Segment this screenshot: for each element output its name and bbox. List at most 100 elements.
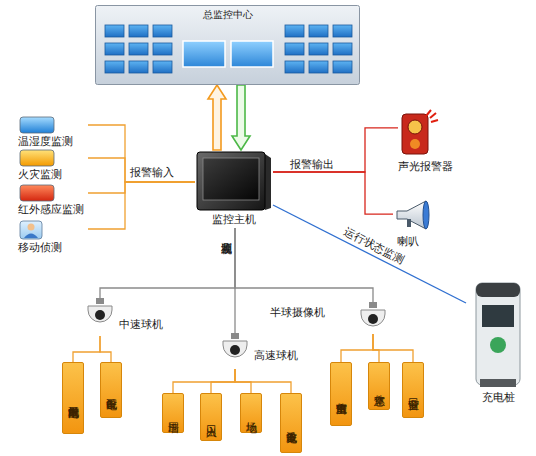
edge-label: 运行状态监测 [341, 225, 406, 266]
sensor-icon [20, 185, 54, 201]
sensor-node: 火灾监测 [18, 150, 88, 182]
signal-label: 报警输入 [130, 166, 174, 179]
pile-screen [482, 305, 514, 327]
window [153, 25, 172, 37]
pile-body [476, 283, 520, 385]
pile-base [480, 379, 516, 387]
dome-camera [88, 298, 112, 322]
camera-mount [369, 302, 377, 308]
camera-node: 半球摄像机 [270, 302, 388, 334]
area-box: 充放电设备 [280, 393, 302, 453]
screen-panel [183, 41, 225, 67]
dome-camera [223, 333, 247, 357]
alarm-spark [426, 110, 438, 122]
camera-dome [223, 341, 247, 357]
camera-mount [96, 298, 104, 304]
connector-line [100, 228, 235, 298]
camera-lens [368, 314, 378, 324]
block-arrow [208, 85, 226, 150]
camera-dome [88, 306, 112, 322]
speaker-handle [407, 219, 411, 227]
sensor-icon [20, 150, 54, 166]
connector-line [373, 334, 379, 362]
block-arrow [232, 85, 250, 150]
window [153, 61, 172, 73]
area-box: 营业窗口 [402, 362, 424, 418]
alarm-body [402, 114, 428, 154]
area-box: 配电设备 [100, 362, 122, 418]
node-label: 半球摄像机 [270, 306, 325, 319]
area-box: 围墙 [162, 393, 184, 433]
person-body [24, 234, 38, 239]
window [333, 61, 352, 73]
window [129, 25, 148, 37]
speaker-node: 喇叭 [393, 198, 438, 252]
node-label: 红外感应监测 [18, 203, 84, 216]
area-box: 出入口 [200, 393, 222, 441]
window [153, 43, 172, 55]
window [105, 25, 124, 37]
window [285, 25, 304, 37]
pile-node: 充电桩 [466, 283, 530, 409]
node-label: 移动侦测 [18, 241, 62, 254]
connector-line [235, 369, 251, 393]
window [105, 43, 124, 55]
window [309, 61, 328, 73]
person-node: 移动侦测 [18, 221, 88, 253]
connector-line [273, 128, 398, 172]
pile-top [476, 283, 520, 297]
alarm-button [410, 139, 420, 149]
connector-line [273, 172, 393, 214]
connector-line [341, 334, 373, 362]
node-illustration [466, 283, 530, 409]
connector-line [73, 336, 100, 362]
pile-logo [490, 337, 506, 353]
speaker-cone [397, 201, 426, 229]
window [129, 61, 148, 73]
connector-line [88, 182, 195, 193]
host-side [265, 154, 271, 210]
alarm-light [408, 120, 422, 134]
alarm-node: 声光报警器 [398, 108, 473, 174]
area-box: 室内值班室 [330, 362, 352, 426]
camera-node: 中速球机 [85, 298, 170, 336]
window [333, 25, 352, 37]
window [105, 61, 124, 73]
node-label: 声光报警器 [398, 160, 453, 173]
camera-lens [230, 345, 240, 355]
connector-line [373, 334, 413, 362]
window [333, 43, 352, 55]
node-label: 喇叭 [397, 235, 419, 248]
camera-node: 高速球机 [220, 333, 305, 369]
person-head [28, 224, 35, 231]
dome-camera [361, 302, 385, 326]
signal-label: 报警输出 [290, 158, 334, 171]
node-label: 温湿度监测 [18, 135, 73, 148]
camera-mount [231, 333, 239, 339]
window [285, 61, 304, 73]
connector-line [88, 125, 195, 182]
host-body [197, 152, 265, 210]
connector-line [273, 205, 466, 303]
area-box: 场地 [240, 393, 262, 433]
host-node: 监控主机 [195, 150, 273, 228]
window [285, 43, 304, 55]
camera-dome [361, 310, 385, 326]
speaker-rim [423, 201, 429, 229]
area-box: 配电室内场景 [62, 362, 84, 434]
node-label: 高速球机 [254, 349, 298, 362]
area-box: 休息室 [368, 362, 390, 410]
node-label: 充电桩 [466, 391, 530, 404]
connector-line [173, 369, 235, 393]
connector-line [211, 369, 235, 393]
node-label: 监控主机 [195, 213, 273, 226]
sensor-icon [20, 221, 42, 239]
window [309, 25, 328, 37]
connector-line [88, 182, 195, 229]
building-body [96, 6, 360, 85]
connector-line [88, 158, 195, 182]
window [129, 43, 148, 55]
screen-panel [231, 41, 273, 67]
connector-line [235, 369, 291, 393]
